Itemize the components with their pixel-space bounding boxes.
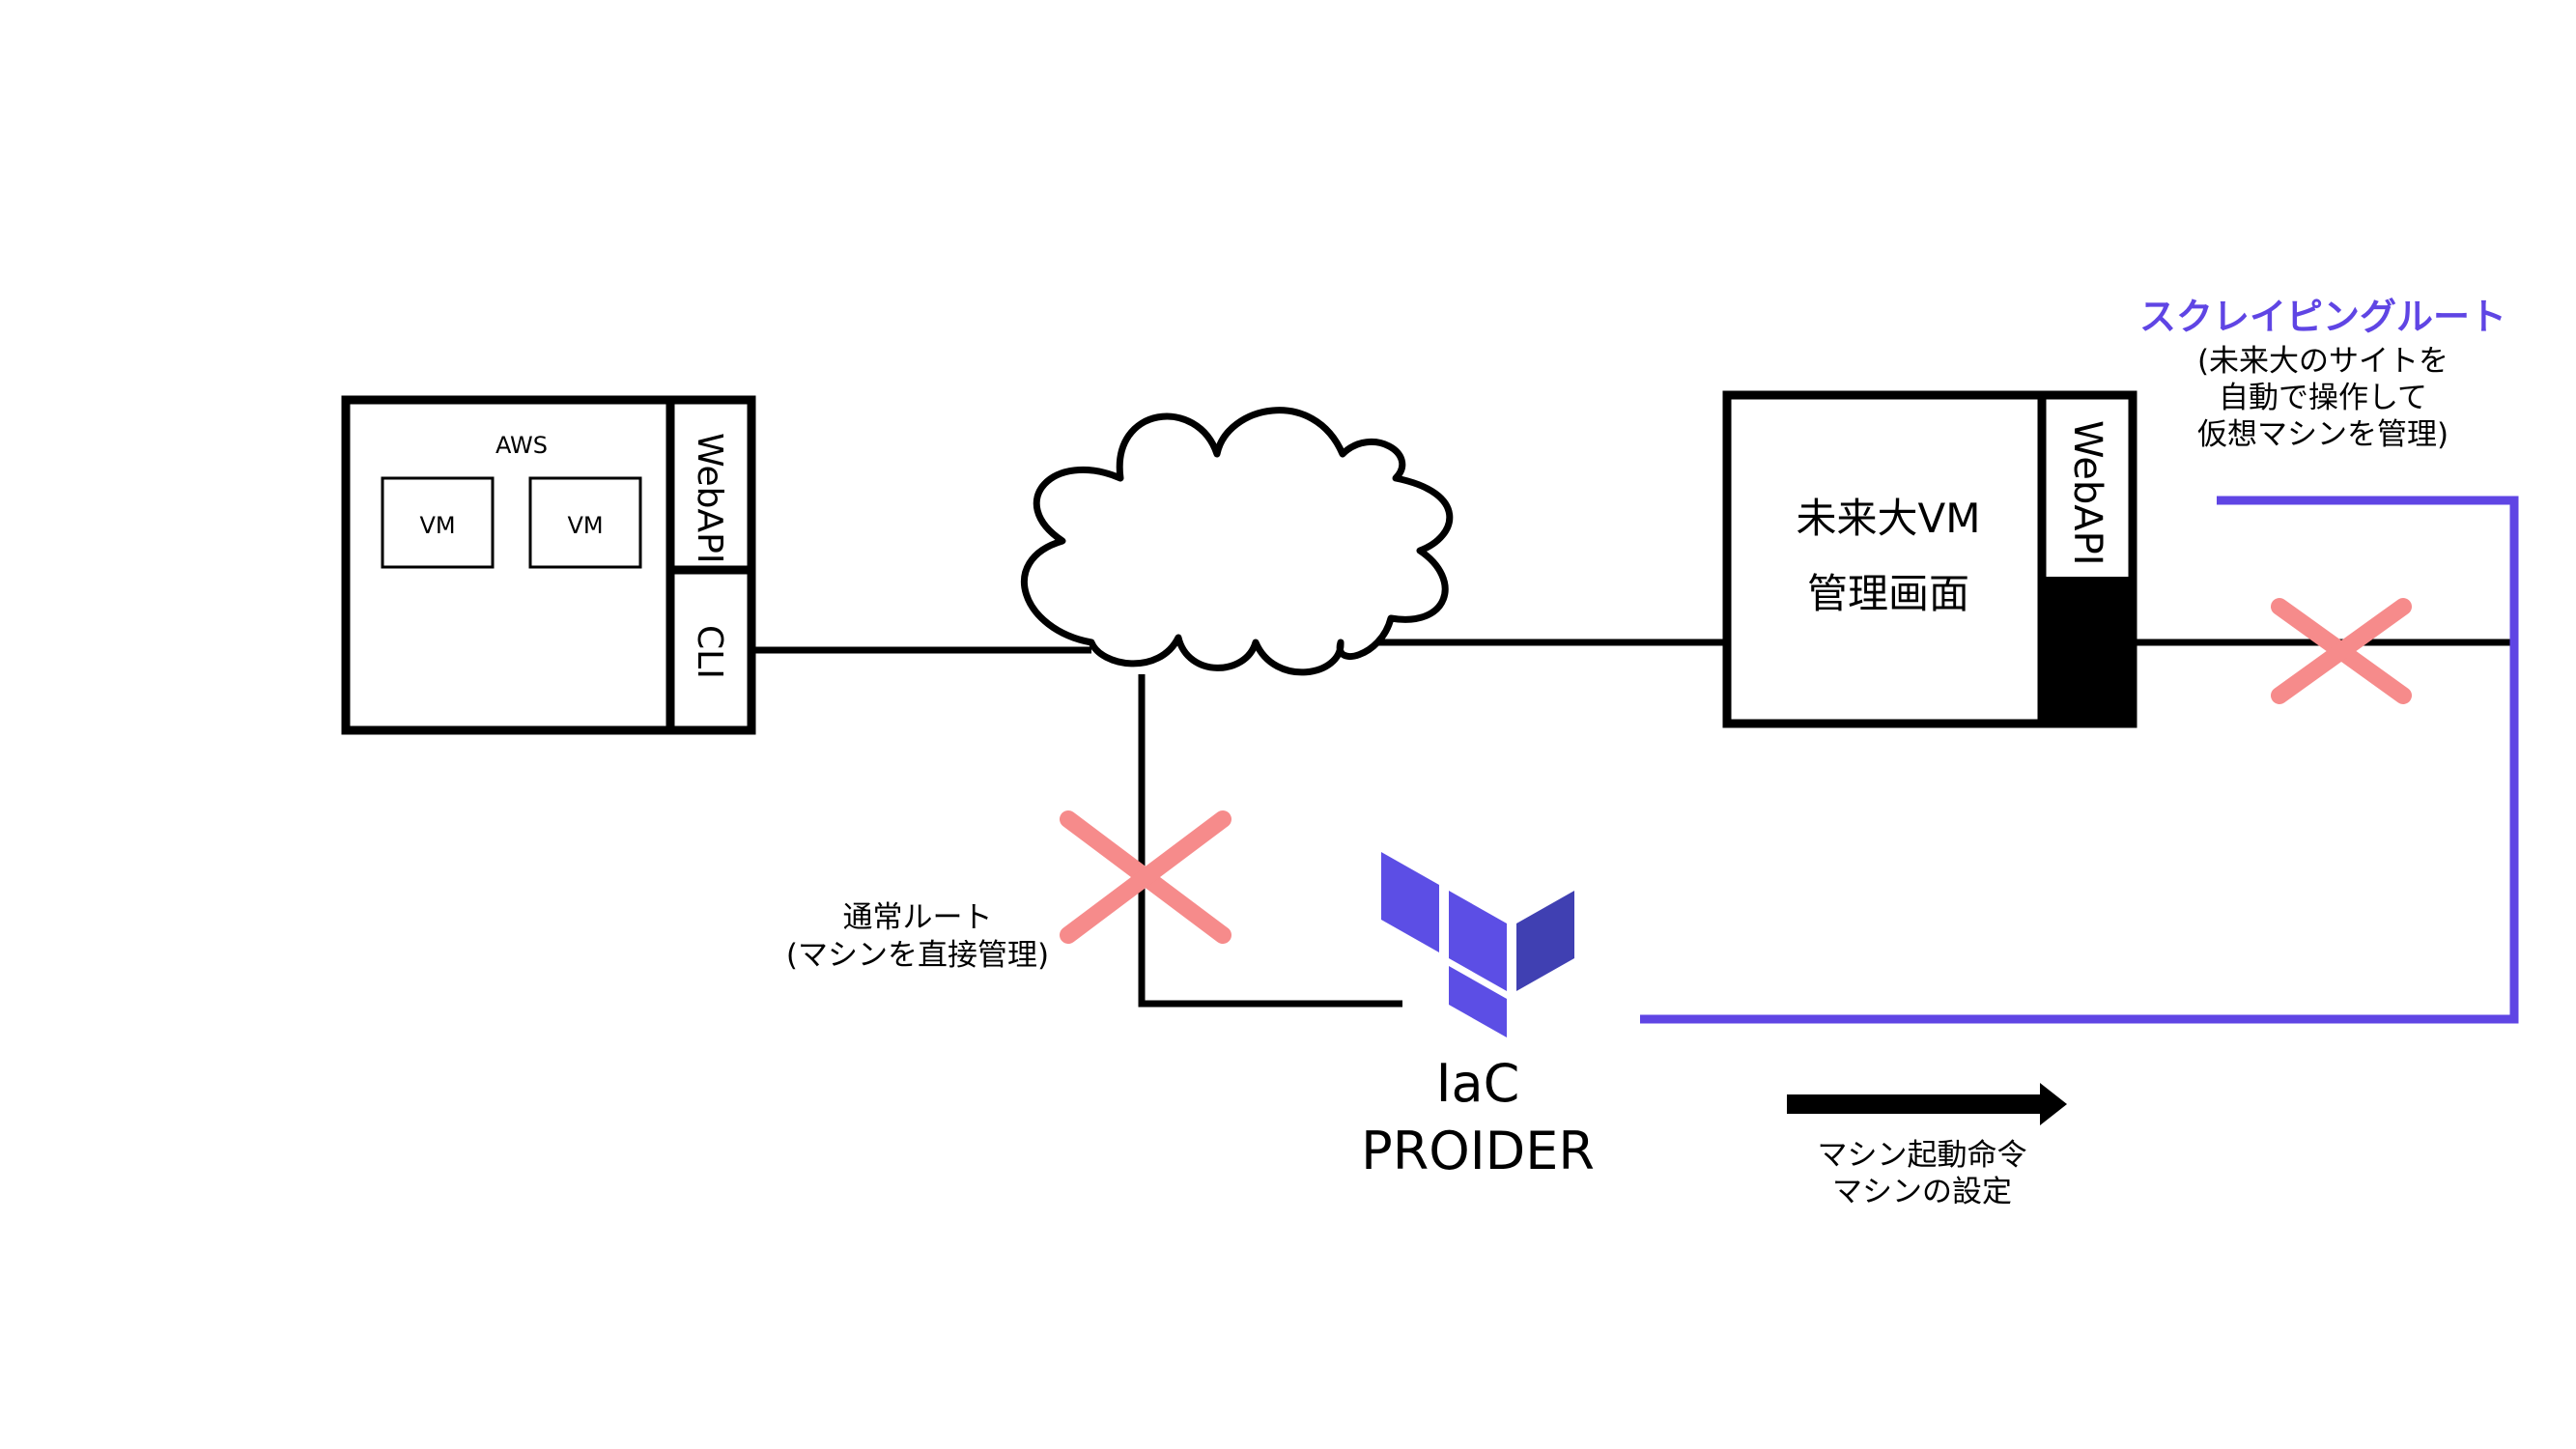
scraping-route-title: スクレイピングルート bbox=[2138, 296, 2506, 338]
mirai-black-block bbox=[2038, 577, 2133, 724]
cross-icon bbox=[2271, 598, 2412, 704]
mirai-title-line2: 管理画面 bbox=[1806, 570, 1969, 617]
aws-title: AWS bbox=[495, 432, 549, 459]
scraping-route-line bbox=[1640, 496, 2519, 1024]
network-lines bbox=[751, 639, 2516, 1008]
scraping-route-line1: (未来大のサイトを bbox=[2196, 344, 2449, 379]
legend-line2: マシンの設定 bbox=[1832, 1175, 2012, 1209]
mirai-title-line1: 未来大VM bbox=[1796, 495, 1981, 542]
arrow-right-icon bbox=[1787, 1083, 2067, 1125]
vm-label: VM bbox=[567, 512, 604, 539]
mirai-webapi-label: WebAPI bbox=[2065, 420, 2109, 566]
terraform-logo-icon bbox=[1381, 852, 1574, 1037]
aws-cli-label: CLI bbox=[690, 625, 729, 679]
legend-line1: マシン起動命令 bbox=[1817, 1138, 2027, 1173]
aws-box bbox=[341, 395, 756, 735]
normal-route-line2: (マシンを直接管理) bbox=[785, 938, 1050, 973]
scraping-route-line2: 自動で操作して bbox=[2218, 381, 2428, 415]
cloud-icon bbox=[1020, 407, 1454, 676]
aws-webapi-label: WebAPI bbox=[690, 433, 729, 564]
iac-label-line1: IaC bbox=[1435, 1053, 1520, 1114]
normal-route-line1: 通常ルート bbox=[842, 900, 993, 935]
cross-icon bbox=[1060, 810, 1231, 944]
vm-label: VM bbox=[419, 512, 456, 539]
vm-box-2 bbox=[528, 476, 642, 569]
iac-label-line2: PROIDER bbox=[1361, 1121, 1595, 1181]
vm-box-1 bbox=[381, 476, 495, 569]
scraping-route-line3: 仮想マシンを管理) bbox=[2196, 417, 2449, 452]
